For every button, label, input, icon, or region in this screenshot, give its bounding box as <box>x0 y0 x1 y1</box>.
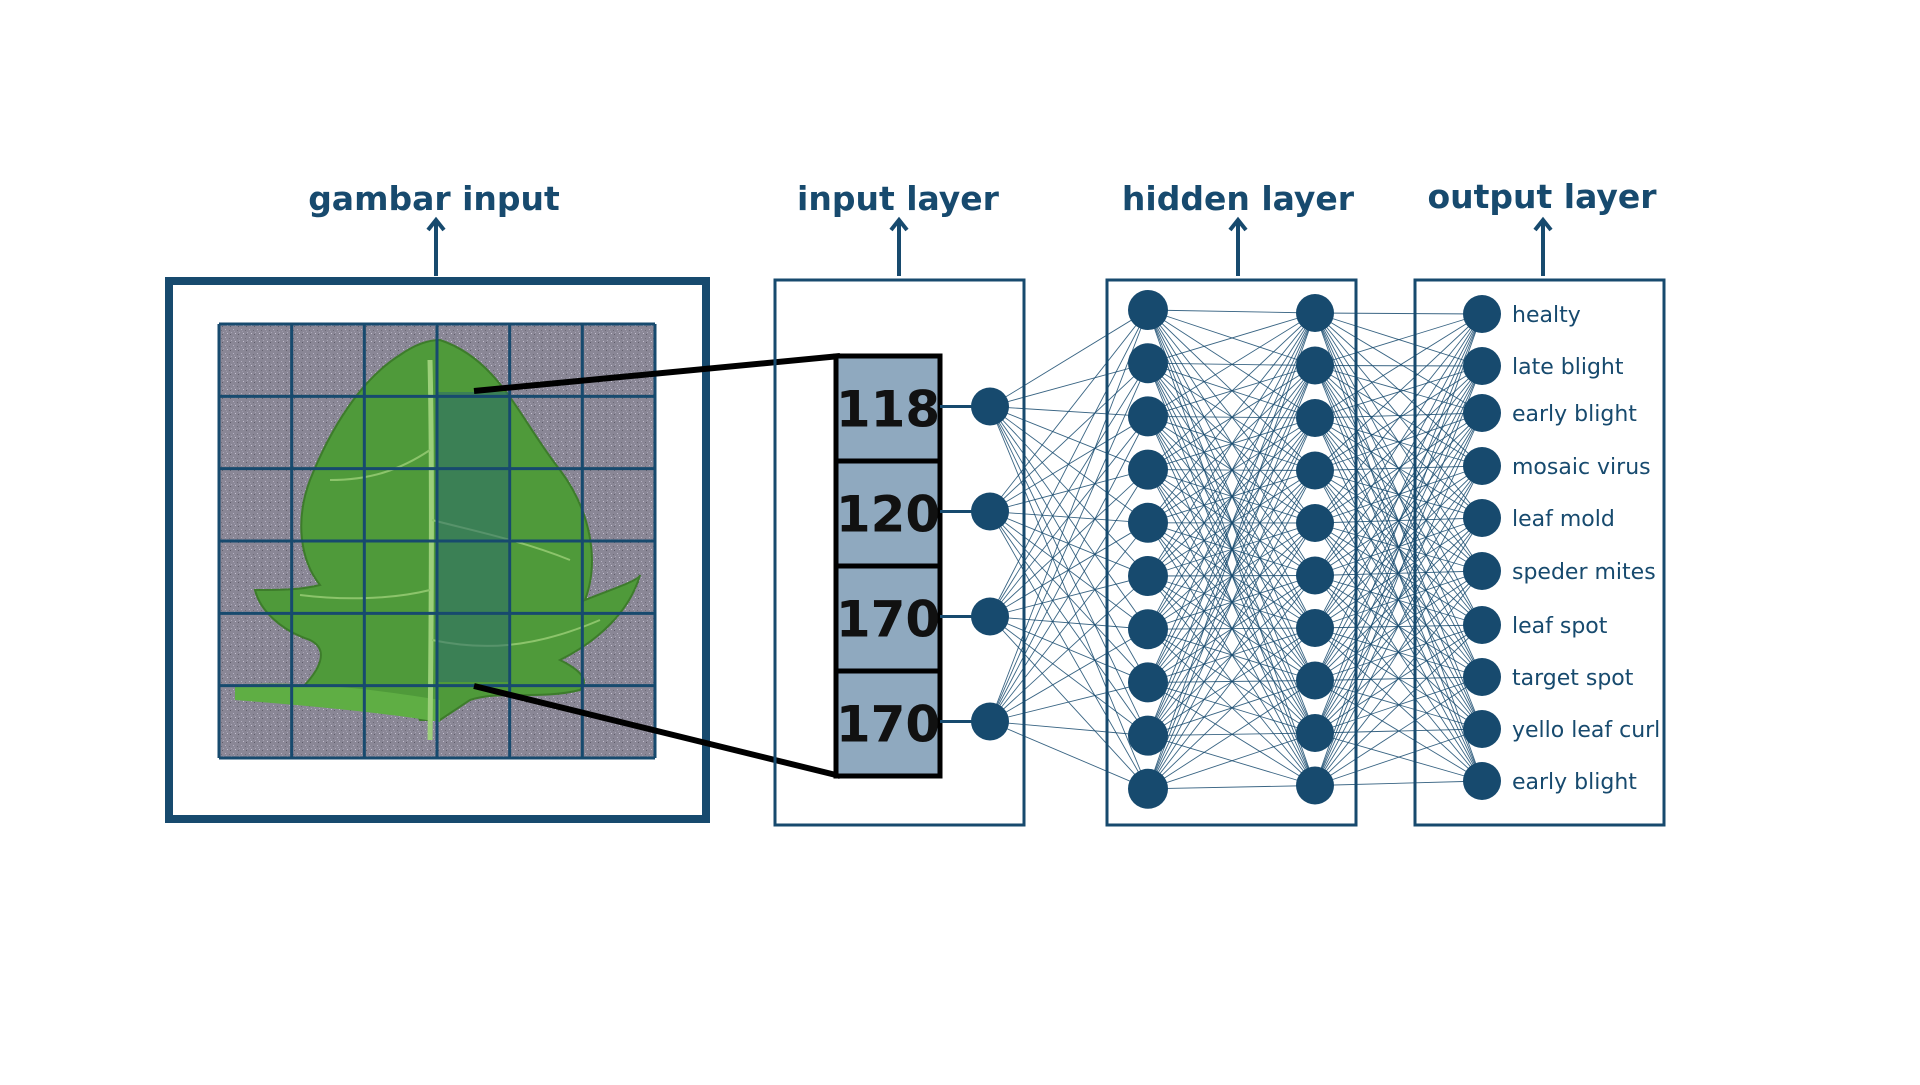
output-node <box>1463 347 1501 385</box>
hidden-node <box>1296 452 1334 490</box>
connection-line <box>990 363 1148 721</box>
hidden-node <box>1296 714 1334 752</box>
hidden-node <box>1128 396 1168 436</box>
hidden-node <box>1128 769 1168 809</box>
hidden-node <box>1128 450 1168 490</box>
hidden-node <box>1296 504 1334 542</box>
hidden-node <box>1296 767 1334 805</box>
connection-line <box>1148 681 1315 789</box>
output-labels: healty late blight early blight mosaic viru… <box>1512 303 1660 795</box>
output-node <box>1463 762 1501 800</box>
input-value-cells: 118 120 170 170 <box>836 356 990 776</box>
output-node <box>1463 710 1501 748</box>
output-class-label: speder mites <box>1512 560 1656 585</box>
input-value-text: 170 <box>836 591 940 649</box>
connection-line <box>1315 314 1482 471</box>
output-node <box>1463 606 1501 644</box>
title-arrows <box>428 220 1551 276</box>
output-class-label: early blight <box>1512 770 1637 795</box>
output-class-label: mosaic virus <box>1512 455 1651 480</box>
hidden-node <box>1128 609 1168 649</box>
hidden-node <box>1296 557 1334 595</box>
connection-line <box>1315 625 1482 786</box>
output-class-label: late blight <box>1512 355 1624 380</box>
hidden-layer-title: hidden layer <box>1122 179 1355 218</box>
hidden-node <box>1128 716 1168 756</box>
output-class-label: leaf mold <box>1512 507 1615 532</box>
image-input-panel <box>169 281 706 819</box>
output-class-label: target spot <box>1512 666 1634 691</box>
hidden-node <box>1296 294 1334 332</box>
connection-line <box>1148 313 1315 736</box>
hidden-node <box>1128 343 1168 383</box>
connection-line <box>1315 314 1482 628</box>
output-node <box>1463 658 1501 696</box>
output-node <box>1463 447 1501 485</box>
input-node <box>971 598 1009 636</box>
output-class-label: early blight <box>1512 402 1637 427</box>
connection-line <box>1315 418 1482 625</box>
output-class-label: leaf spot <box>1512 614 1608 639</box>
output-node <box>1463 552 1501 590</box>
connection-line <box>990 310 1148 512</box>
hidden-node <box>1296 662 1334 700</box>
hidden-node <box>1128 556 1168 596</box>
input-layer-title: input layer <box>797 179 1000 218</box>
hidden-node <box>1128 290 1168 330</box>
title-input-layer: input layer <box>797 179 1000 218</box>
output-node <box>1463 295 1501 333</box>
input-node <box>971 703 1009 741</box>
output-node <box>1463 394 1501 432</box>
hidden-node <box>1296 609 1334 647</box>
title-hidden-layer: hidden layer <box>1122 179 1355 218</box>
connection-line <box>990 722 1148 736</box>
connection-line <box>1148 313 1315 576</box>
hidden-node <box>1128 503 1168 543</box>
selected-patch-highlight <box>436 392 508 682</box>
input-value-text: 118 <box>836 381 940 439</box>
title-image-input: gambar input <box>308 179 560 218</box>
connection-line <box>1315 314 1482 523</box>
output-node <box>1463 499 1501 537</box>
input-value-text: 120 <box>836 486 940 544</box>
network-connections <box>990 310 1482 789</box>
hidden-node <box>1128 662 1168 702</box>
connection-line <box>1315 781 1482 786</box>
input-value-text: 170 <box>836 696 940 754</box>
image-input-title: gambar input <box>308 179 560 218</box>
hidden-node <box>1296 399 1334 437</box>
output-class-label: healty <box>1512 303 1581 328</box>
connection-line <box>990 310 1148 722</box>
hidden-node <box>1296 347 1334 385</box>
connection-line <box>1315 523 1482 625</box>
connection-line <box>1148 313 1315 363</box>
connection-line <box>1315 313 1482 314</box>
connection-line <box>1315 413 1482 681</box>
title-output-layer: output layer <box>1427 177 1657 216</box>
output-layer-title: output layer <box>1427 177 1657 216</box>
input-node <box>971 388 1009 426</box>
connection-line <box>990 617 1148 683</box>
connection-line <box>990 310 1148 407</box>
input-node <box>971 493 1009 531</box>
connection-line <box>1148 310 1315 313</box>
connection-line <box>1315 518 1482 786</box>
connection-line <box>1148 786 1315 789</box>
output-class-label: yello leaf curl <box>1512 718 1660 743</box>
connection-line <box>1315 314 1482 733</box>
